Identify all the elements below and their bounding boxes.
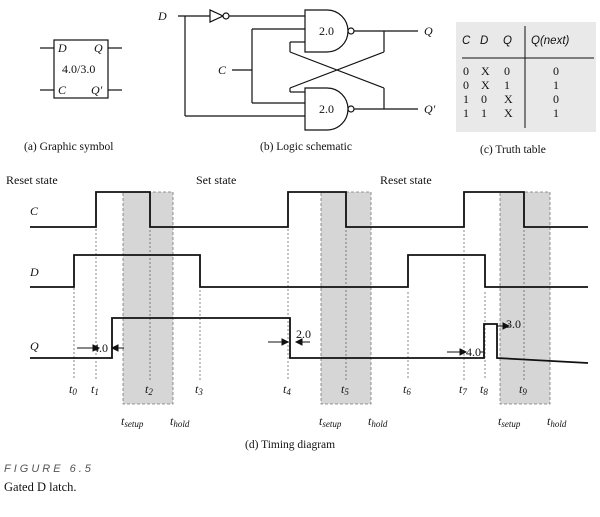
- tt-cell: 0: [553, 92, 559, 106]
- truth-table-background: [456, 22, 596, 132]
- timing-caption: (d) Timing diagram: [245, 439, 335, 451]
- tt-cell: 1: [463, 106, 469, 120]
- symbol-caption: (a) Graphic symbol: [24, 141, 113, 153]
- truth-table: C D Q Q(next) 0 X 0 0 0 X 1 1 1 0 X 0 1 …: [456, 22, 596, 156]
- delay-label-4: 3.0: [506, 317, 521, 331]
- delay-label-3: 4.0: [466, 345, 481, 359]
- nand-gate-bottom: [304, 87, 349, 131]
- tt-header-d: D: [480, 35, 488, 47]
- tt-cell: X: [504, 92, 513, 106]
- symbol-pin-c: C: [58, 83, 67, 97]
- timing-diagram: 4.0 2.0 4.0 3.0 Reset state Set state Re…: [6, 173, 589, 451]
- tt-cell: 0: [553, 64, 559, 78]
- time-label: t4: [283, 382, 291, 397]
- cross-wire-b: [289, 51, 385, 89]
- graphic-symbol: D Q C Q′ 4.0/3.0 (a) Graphic symbol: [24, 39, 122, 153]
- hold-label: thold: [368, 414, 388, 429]
- tt-header-qnext: Q(next): [531, 35, 570, 47]
- symbol-delay: 4.0/3.0: [62, 62, 95, 76]
- figure-title: Gated D latch.: [4, 480, 77, 494]
- time-label: t1: [91, 382, 99, 397]
- setup-label: tsetup: [498, 414, 521, 429]
- latch-symbol-box: [53, 39, 109, 99]
- schematic-output-qn: Q′: [424, 102, 436, 116]
- setup-label: tsetup: [121, 414, 144, 429]
- truth-table-caption: (c) Truth table: [480, 144, 546, 156]
- symbol-pin-d: D: [57, 41, 67, 55]
- nand-bottom-bubble: [347, 105, 355, 113]
- tt-cell: 1: [463, 92, 469, 106]
- waveform-d: [30, 254, 588, 288]
- time-label: t6: [403, 382, 411, 397]
- schematic-output-q: Q: [424, 24, 433, 38]
- logic-schematic: [178, 9, 418, 131]
- inverter-triangle: [209, 9, 225, 23]
- state-label-reset-1: Reset state: [6, 173, 58, 187]
- time-label: t7: [459, 382, 467, 397]
- delay-label-1: 4.0: [93, 341, 108, 355]
- time-label: t2: [145, 382, 153, 397]
- setup-hold-window-1: [123, 192, 173, 404]
- tt-cell: X: [481, 78, 490, 92]
- nand-gate-top: [304, 9, 349, 53]
- tt-cell: 1: [504, 78, 510, 92]
- hold-label: thold: [547, 414, 567, 429]
- time-label: t3: [195, 382, 203, 397]
- time-label: t8: [480, 382, 488, 397]
- schematic-labels: D C Q Q′ 2.0 2.0 (b) Logic schematic: [157, 9, 436, 153]
- signal-label-d: D: [29, 265, 39, 279]
- inverter-bubble: [222, 12, 230, 20]
- top-gate-delay: 2.0: [319, 24, 334, 38]
- tt-cell: 0: [463, 64, 469, 78]
- tt-cell: 0: [481, 92, 487, 106]
- signal-label-q: Q: [30, 339, 39, 353]
- nand-top-bubble: [347, 27, 355, 35]
- setup-hold-window-3: [500, 192, 550, 404]
- time-label: t9: [519, 382, 527, 397]
- state-label-set: Set state: [196, 173, 236, 187]
- tt-header-q: Q: [503, 35, 512, 47]
- symbol-pin-q: Q: [94, 41, 103, 55]
- delay-arrows: [77, 322, 511, 356]
- waveform-q: [30, 317, 589, 364]
- tt-cell: 0: [504, 64, 510, 78]
- bottom-gate-delay: 2.0: [319, 102, 334, 116]
- time-label: t0: [69, 382, 77, 397]
- figure-number: FIGURE 6.5: [4, 463, 94, 475]
- schematic-input-d: D: [157, 9, 167, 23]
- tt-cell: 1: [481, 106, 487, 120]
- waveform-c: [30, 191, 588, 228]
- state-label-reset-2: Reset state: [380, 173, 432, 187]
- symbol-pin-qn: Q′: [91, 83, 103, 97]
- tt-cell: 0: [463, 78, 469, 92]
- tt-cell: X: [504, 106, 513, 120]
- delay-label-2: 2.0: [296, 327, 311, 341]
- setup-label: tsetup: [319, 414, 342, 429]
- time-label: t5: [341, 382, 349, 397]
- tt-cell: X: [481, 64, 490, 78]
- tt-cell: 1: [553, 78, 559, 92]
- waveforms: [30, 191, 589, 364]
- schematic-input-c: C: [218, 63, 227, 77]
- schematic-caption: (b) Logic schematic: [260, 141, 352, 153]
- hold-label: thold: [170, 414, 190, 429]
- tt-header-c: C: [462, 35, 471, 47]
- tt-cell: 1: [553, 106, 559, 120]
- signal-label-c: C: [30, 204, 39, 218]
